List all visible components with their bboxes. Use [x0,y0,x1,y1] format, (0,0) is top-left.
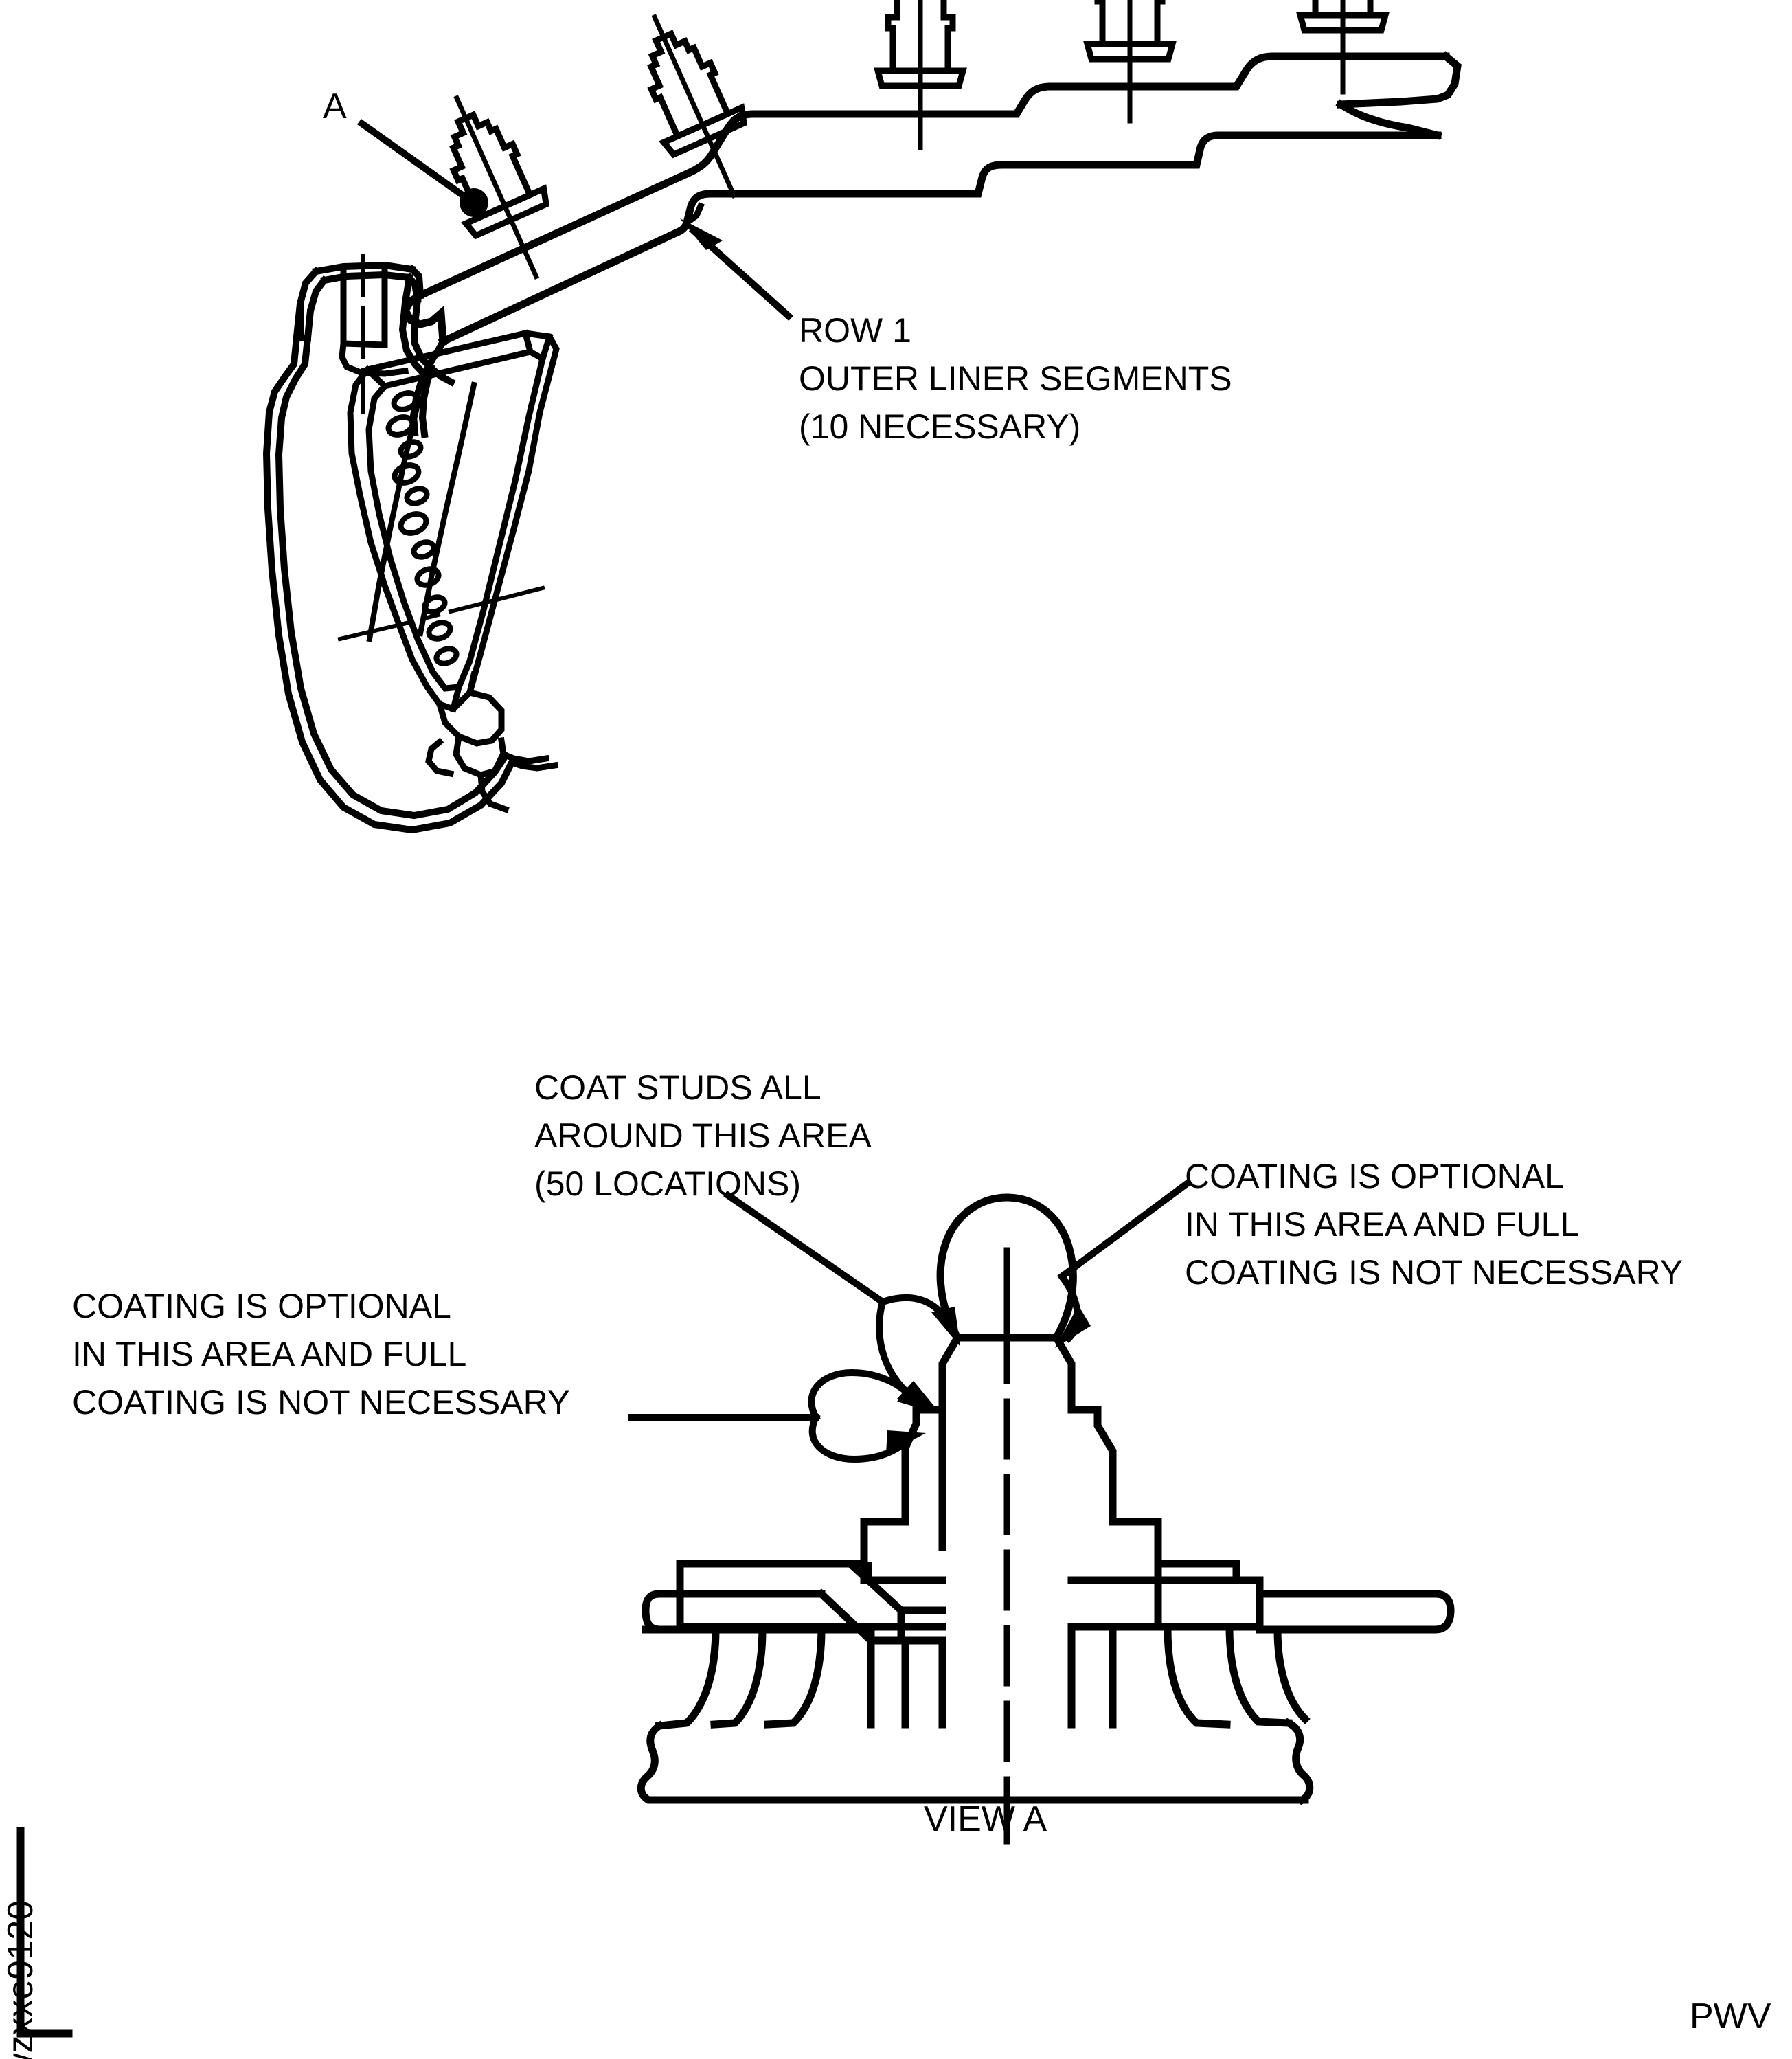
outer-liner-rail [400,0,1462,347]
callout-coating-optional-right: COATING IS OPTIONAL IN THIS AREA AND FUL… [1185,1157,1683,1292]
figure-corner-bracket [16,1827,73,2038]
footer-code: PWV [1690,1996,1771,2036]
view-a-title: VIEW A [924,1799,1047,1839]
view-a-stud-section [628,1179,1455,1845]
callout-coat-studs: COAT STUDS ALL AROUND THIS AREA (50 LOCA… [534,1068,872,1203]
liner-stud-4 [1087,0,1172,121]
leader-view-a [357,119,488,217]
combustor-section [262,254,560,834]
liner-stud-3 [878,0,963,148]
liner-stud-5 [1300,0,1385,92]
leader-coat-studs [723,1191,960,1413]
view-tag-a: A [323,87,347,126]
cooling-hole-row [385,390,460,666]
leader-row1 [680,218,794,322]
liner-stud-2 [615,0,773,213]
figure-id: pwzxxe9120 [1,1900,41,2059]
callout-coating-optional-left: COATING IS OPTIONAL IN THIS AREA AND FUL… [72,1287,571,1421]
leader-coating-left [628,1369,940,1463]
leader-coating-right [1055,1179,1192,1348]
fuel-nozzle-assembly [337,329,560,813]
callout-row1-outer-liner-segments: ROW 1 OUTER LINER SEGMENTS (10 NECESSARY… [799,311,1232,446]
